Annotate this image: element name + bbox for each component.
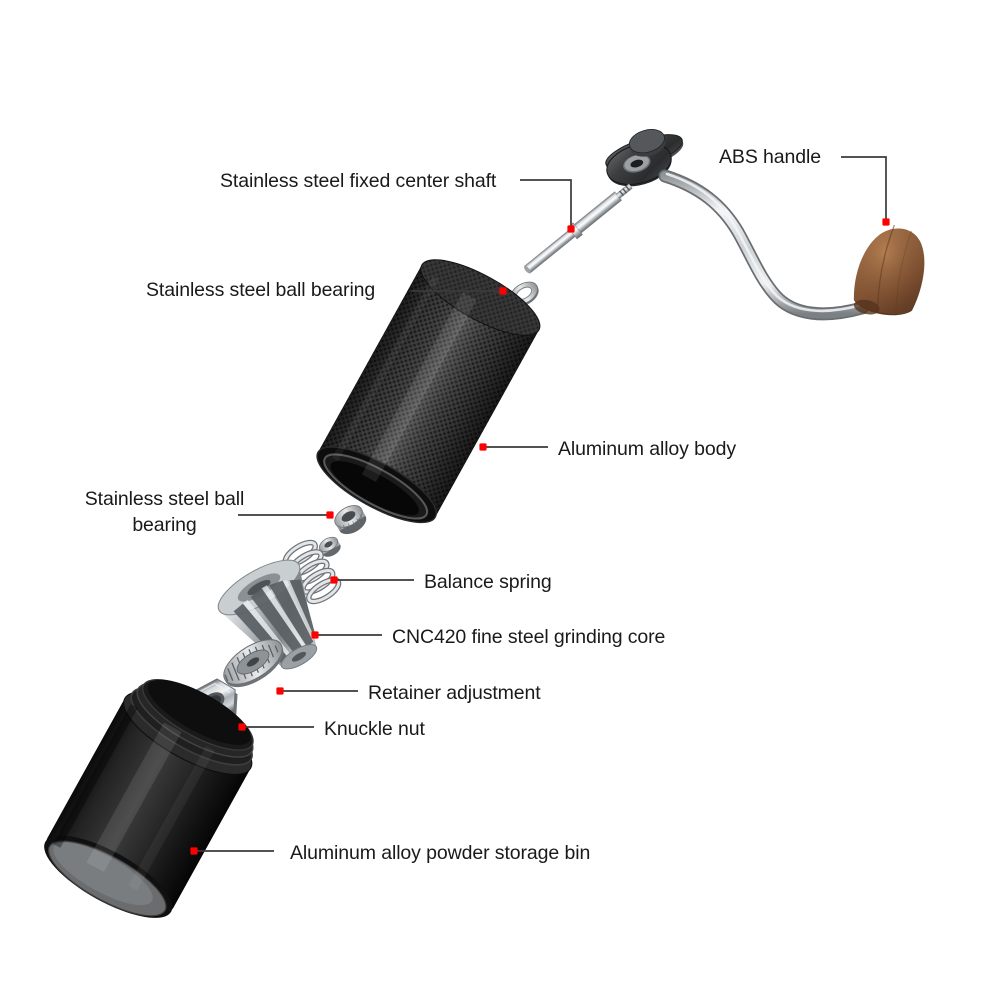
leader-dot-alloy-body: [479, 443, 487, 451]
callout-label-center-shaft: Stainless steel fixed center shaft: [220, 170, 497, 192]
callout-label-grinding-core: CNC420 fine steel grinding core: [392, 626, 666, 648]
callout-label-retainer-adjustment: Retainer adjustment: [368, 682, 541, 704]
leader-line-abs-handle: [841, 156, 887, 222]
part-ball-bearing-lower: [334, 505, 367, 535]
callout-label-ball-bearing-lower: Stainless steel ball bearing: [84, 488, 245, 536]
part-center-shaft: [524, 183, 633, 274]
callout-label-knuckle-nut: Knuckle nut: [324, 718, 425, 740]
leader-dot-grinding-core: [311, 631, 319, 639]
callout-label-alloy-body: Aluminum alloy body: [558, 438, 737, 460]
leader-dot-knuckle-nut: [238, 723, 246, 731]
leader-line-center-shaft: [520, 179, 572, 229]
callout-label-powder-storage-bin: Aluminum alloy powder storage bin: [290, 842, 591, 864]
leader-lines: [190, 156, 890, 855]
leader-dot-ball-bearing-top: [499, 287, 507, 295]
callout-label-abs-handle: ABS handle: [719, 146, 821, 168]
leader-dot-ball-bearing-lower: [326, 511, 334, 519]
leader-dot-balance-spring: [330, 576, 338, 584]
part-powder-storage-bin: [44, 679, 254, 918]
callout-label-balance-spring: Balance spring: [424, 571, 552, 593]
leader-dot-abs-handle: [882, 218, 890, 226]
leader-dot-powder-storage-bin: [190, 847, 198, 855]
callout-label-ball-bearing-top: Stainless steel ball bearing: [146, 279, 376, 301]
part-retainer-adjustment: [223, 639, 284, 688]
part-grinding-core: [217, 559, 318, 670]
part-alloy-body: [316, 259, 541, 524]
leader-dot-retainer-adjustment: [276, 687, 284, 695]
part-handle-assembly: [605, 129, 925, 321]
part-small-nut: [318, 536, 341, 557]
leader-dot-center-shaft: [567, 225, 575, 233]
